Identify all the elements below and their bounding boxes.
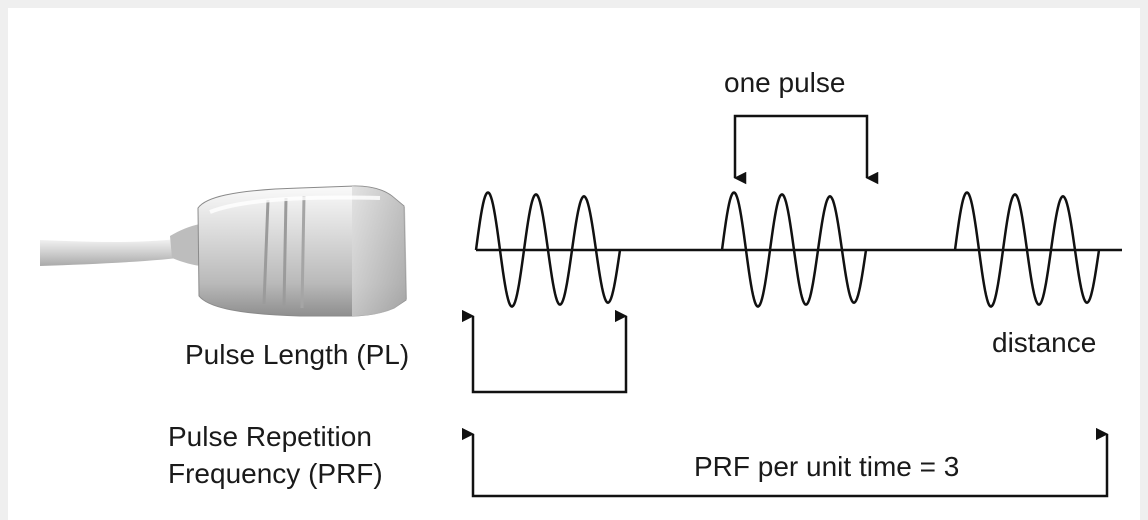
- pulse-wave-3: [953, 191, 1101, 309]
- pulse-waves: [474, 191, 1101, 309]
- prf-per-unit-time-label: PRF per unit time = 3: [694, 451, 960, 482]
- prf-label-line2: Frequency (PRF): [168, 458, 383, 489]
- prf-bracket: [461, 427, 1109, 498]
- pulse-length-label: Pulse Length (PL): [185, 339, 410, 370]
- pulse-wave-1: [474, 191, 622, 309]
- distance-label: distance: [992, 327, 1097, 358]
- prf-label-line1: Pulse Repetition: [168, 421, 372, 452]
- one-pulse-bracket: [733, 114, 879, 185]
- one-pulse-label: one pulse: [724, 67, 846, 98]
- transducer-probe-illustration: [40, 185, 407, 317]
- pulse-length-bracket: [461, 309, 628, 394]
- pulse-wave-2: [720, 191, 868, 309]
